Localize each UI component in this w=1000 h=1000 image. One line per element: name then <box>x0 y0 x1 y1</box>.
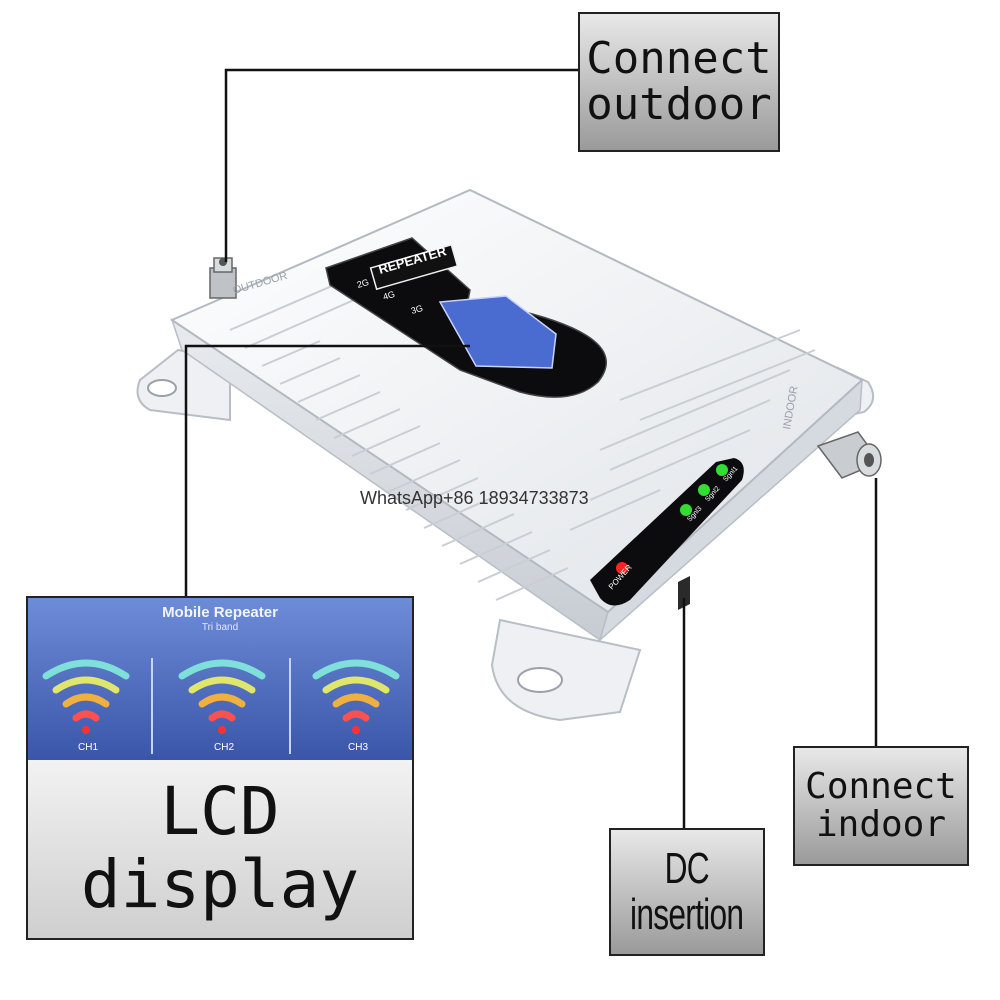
lcd-title: Mobile Repeater <box>162 604 278 621</box>
lcd-channel-3: CH3 <box>348 742 368 753</box>
label-line: insertion <box>630 890 744 939</box>
mount-tab-bottom <box>490 618 642 722</box>
heatsink-ridges <box>229 247 816 601</box>
lcd-channel-1: CH1 <box>78 742 98 753</box>
callout-outdoor <box>224 68 578 262</box>
label-connect-outdoor: Connect outdoor <box>578 12 780 152</box>
lcd-subtitle: Tri band <box>201 622 239 633</box>
label-line: DC <box>664 843 710 893</box>
watermark-text: WhatsApp+86 18934733873 <box>360 488 589 508</box>
device-lcd <box>438 295 557 369</box>
outdoor-connector <box>209 257 237 299</box>
label-line: outdoor <box>586 79 772 130</box>
signal-icon-ch3 <box>312 659 400 734</box>
label-lcd-display: LCD display <box>26 760 414 940</box>
lcd-dividers <box>151 658 291 754</box>
signal-icon-ch2 <box>178 659 266 734</box>
led-power <box>616 562 628 574</box>
callout-lcd <box>184 344 470 596</box>
label-connect-indoor: Connect indoor <box>793 746 969 866</box>
led-signal-2 <box>698 484 710 496</box>
lcd-signal-graphic: CH1 CH2 CH3 <box>42 658 400 754</box>
lcd-channel-2: CH2 <box>214 742 234 753</box>
led-signal-1 <box>716 464 728 476</box>
label-line: display <box>80 846 360 923</box>
label-dc-insertion: DC insertion <box>609 828 765 956</box>
dc-port <box>678 576 690 610</box>
label-line: indoor <box>815 804 947 845</box>
band-label-1: 2G <box>356 277 370 290</box>
band-label-2: 4G <box>382 289 396 302</box>
indoor-connector <box>816 431 882 479</box>
led-signal-3 <box>680 504 692 516</box>
label-line: Connect <box>805 766 957 808</box>
callout-lines <box>184 68 878 828</box>
band-label-3: 3G <box>410 303 424 316</box>
label-line: LCD <box>160 773 280 851</box>
label-line: Connect <box>586 32 772 84</box>
lcd-display-inset: Mobile Repeater Tri band CH1 <box>26 596 414 762</box>
signal-icon-ch1 <box>42 659 130 734</box>
